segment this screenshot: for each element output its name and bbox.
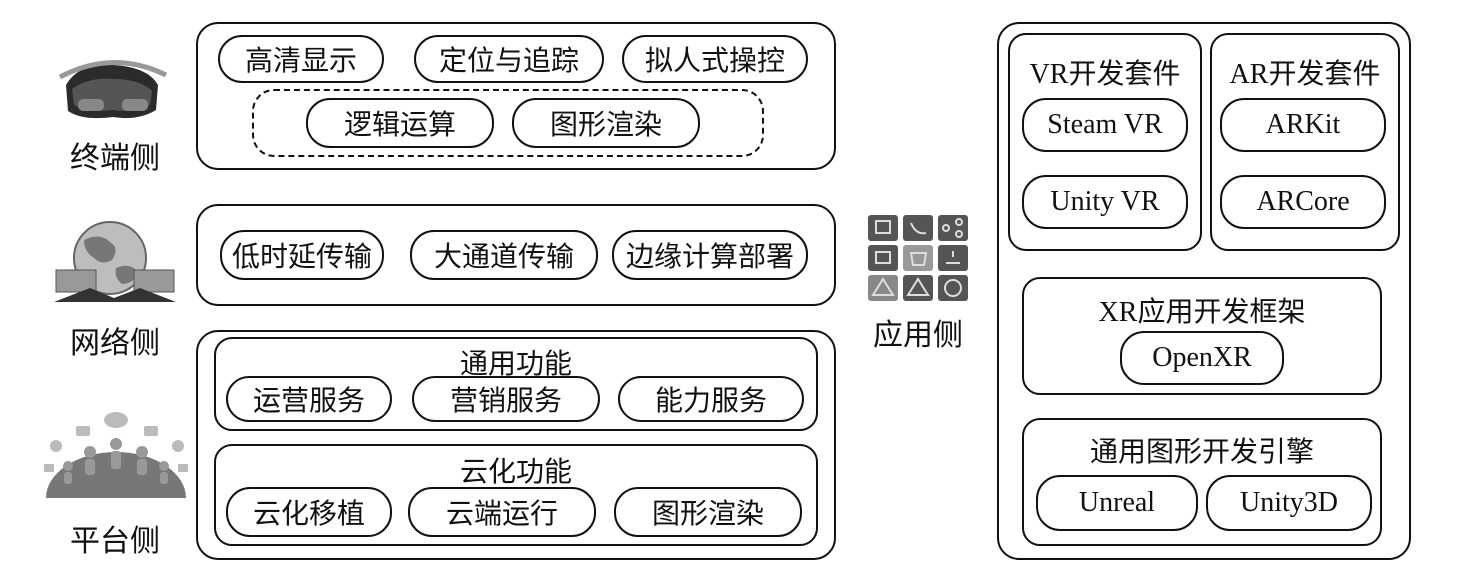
general-item-capability: 能力服务 <box>618 376 804 422</box>
xr-framework-openxr: OpenXR <box>1120 331 1284 385</box>
network-side-box <box>196 204 836 306</box>
general-function-title: 通用功能 <box>459 347 572 380</box>
ar-kit-box <box>1210 33 1400 251</box>
terminal-item-control: 拟人式操控 <box>622 35 808 83</box>
cloud-item-migration: 云化移植 <box>226 487 392 537</box>
platform-side-box <box>196 330 836 560</box>
ar-kit-title: AR开发套件 <box>1229 59 1381 90</box>
engine-unreal: Unreal <box>1036 475 1198 531</box>
terminal-dashed-group <box>252 89 764 157</box>
general-item-marketing: 营销服务 <box>412 376 600 422</box>
ar-kit-arcore: ARCore <box>1220 175 1386 229</box>
network-item-edge-computing: 边缘计算部署 <box>612 230 808 280</box>
terminal-side-label: 终端侧 <box>70 141 160 176</box>
terminal-item-tracking: 定位与追踪 <box>414 35 604 83</box>
cloud-item-cloud-run: 云端运行 <box>408 487 596 537</box>
vr-kit-box <box>1008 33 1202 251</box>
network-item-low-latency: 低时延传输 <box>220 230 384 280</box>
engine-unity3d: Unity3D <box>1206 475 1372 531</box>
app-grid-icon <box>866 213 972 303</box>
terminal-item-hd-display: 高清显示 <box>218 35 384 83</box>
xr-framework-title: XR应用开发框架 <box>1098 297 1306 328</box>
cloud-function-box <box>214 444 818 546</box>
xr-framework-box <box>1022 277 1382 395</box>
cloud-platform-icon <box>36 408 196 500</box>
graphics-engine-box <box>1022 418 1382 546</box>
terminal-side-box <box>196 22 836 170</box>
terminal-item-logic: 逻辑运算 <box>306 98 494 148</box>
vr-kit-title: VR开发套件 <box>1029 59 1181 90</box>
vr-kit-steamvr: Steam VR <box>1022 98 1188 152</box>
application-side-box <box>997 22 1411 560</box>
platform-side-label: 平台侧 <box>70 524 160 559</box>
graphics-engine-title: 通用图形开发引擎 <box>1089 437 1314 468</box>
general-function-box <box>214 337 818 431</box>
globe-network-icon <box>50 218 180 310</box>
terminal-item-render: 图形渲染 <box>512 98 700 148</box>
general-item-operation: 运营服务 <box>226 376 392 422</box>
cloud-item-render: 图形渲染 <box>614 487 802 537</box>
vr-headset-icon <box>58 55 168 125</box>
ar-kit-arkit: ARKit <box>1220 98 1386 152</box>
network-side-label: 网络侧 <box>70 326 160 361</box>
vr-kit-unityvr: Unity VR <box>1022 175 1188 229</box>
application-side-label: 应用侧 <box>873 318 963 353</box>
cloud-function-title: 云化功能 <box>459 455 572 488</box>
network-item-large-channel: 大通道传输 <box>410 230 598 280</box>
